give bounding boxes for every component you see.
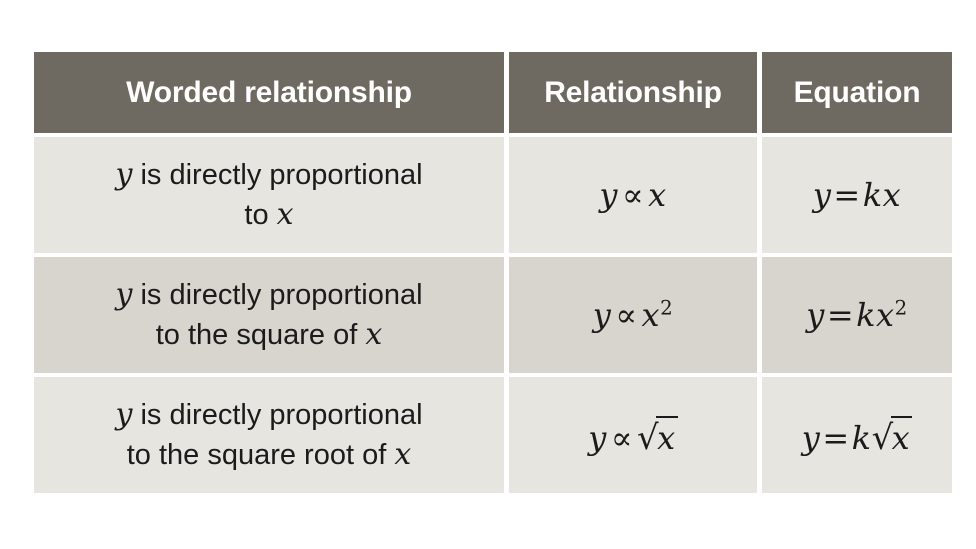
equals-icon: = <box>826 296 855 334</box>
proportional-to-icon: ∝ <box>621 176 645 214</box>
worded-variable-y: y <box>115 157 133 193</box>
worded-phrase-line2: to <box>244 199 277 231</box>
cell-relationship: y∝x <box>509 137 757 253</box>
relationship-expression: y∝x2 <box>593 296 673 334</box>
cell-equation: y=kx2 <box>762 257 952 373</box>
table-header-row: Worded relationship Relationship Equatio… <box>34 52 952 133</box>
cell-relationship: y∝x2 <box>509 257 757 373</box>
worded-phrase-line1: is directly proportional <box>132 399 423 432</box>
column-header-equation: Equation <box>762 52 952 133</box>
worded-variable-x: x <box>365 317 383 352</box>
equation-exponent: 2 <box>894 296 908 320</box>
equation-coefficient: k <box>856 296 877 334</box>
table-body: y is directly proportional to x y∝x y=kx… <box>34 137 952 493</box>
cell-worded-relationship: y is directly proportional to the square… <box>34 257 504 373</box>
table-row: y is directly proportional to x y∝x y=kx <box>34 137 952 253</box>
equation-coefficient: k <box>862 176 883 214</box>
table-row: y is directly proportional to the square… <box>34 257 952 373</box>
proportional-to-icon: ∝ <box>610 418 634 457</box>
equation-rhs: x <box>876 296 895 334</box>
cell-worded-relationship: y is directly proportional to the square… <box>34 377 504 493</box>
relationships-table-container: Worded relationship Relationship Equatio… <box>34 52 952 493</box>
relationship-lhs: y <box>592 296 612 334</box>
proportional-to-icon: ∝ <box>615 296 638 334</box>
cell-relationship: y∝√x <box>509 377 757 493</box>
equation-rhs: x <box>882 176 902 214</box>
table-header: Worded relationship Relationship Equatio… <box>34 52 952 133</box>
worded-variable-y: y <box>115 397 133 433</box>
equation-lhs: y <box>806 296 825 334</box>
radical-sign-icon: √ <box>637 417 660 457</box>
relationship-lhs: y <box>599 176 618 214</box>
equation-coefficient: k <box>851 418 872 457</box>
square-root-group: √x <box>637 414 678 457</box>
worded-phrase-line1: is directly proportional <box>132 159 423 192</box>
relationship-lhs: y <box>588 418 607 457</box>
relationship-exponent: 2 <box>660 296 674 320</box>
radical-sign-icon: √ <box>871 417 894 457</box>
equals-icon: = <box>822 418 850 457</box>
worded-phrase-line2: to the square of <box>155 319 366 351</box>
cell-worded-relationship: y is directly proportional to x <box>34 137 504 253</box>
relationship-rhs: x <box>656 415 678 457</box>
equation-expression: y=k√x <box>801 415 913 457</box>
cell-equation: y=k√x <box>762 377 952 493</box>
cell-equation: y=kx <box>762 137 952 253</box>
relationship-expression: y∝x <box>599 176 666 214</box>
worded-variable-x: x <box>276 197 294 232</box>
worded-phrase-line2: to the square root of <box>126 439 395 471</box>
equation-lhs: y <box>812 176 832 214</box>
column-header-relationship: Relationship <box>509 52 757 133</box>
relationship-rhs: x <box>648 176 667 214</box>
equals-icon: = <box>833 176 861 214</box>
worded-variable-y: y <box>115 277 133 313</box>
worded-phrase-line1: is directly proportional <box>132 279 423 312</box>
equation-lhs: y <box>801 418 821 457</box>
square-root-group: √x <box>872 414 913 457</box>
worded-text: y is directly proportional to the square… <box>42 395 496 475</box>
table-row: y is directly proportional to the square… <box>34 377 952 493</box>
relationships-table: Worded relationship Relationship Equatio… <box>29 48 957 497</box>
equation-rhs: x <box>890 415 913 457</box>
worded-variable-x: x <box>394 437 412 472</box>
equation-expression: y=kx2 <box>806 296 907 334</box>
equation-expression: y=kx <box>813 176 901 214</box>
relationship-rhs: x <box>641 296 661 334</box>
column-header-worded-relationship: Worded relationship <box>34 52 504 133</box>
worded-text: y is directly proportional to x <box>42 155 496 235</box>
worded-text: y is directly proportional to the square… <box>42 275 496 355</box>
relationship-expression: y∝√x <box>588 415 678 457</box>
